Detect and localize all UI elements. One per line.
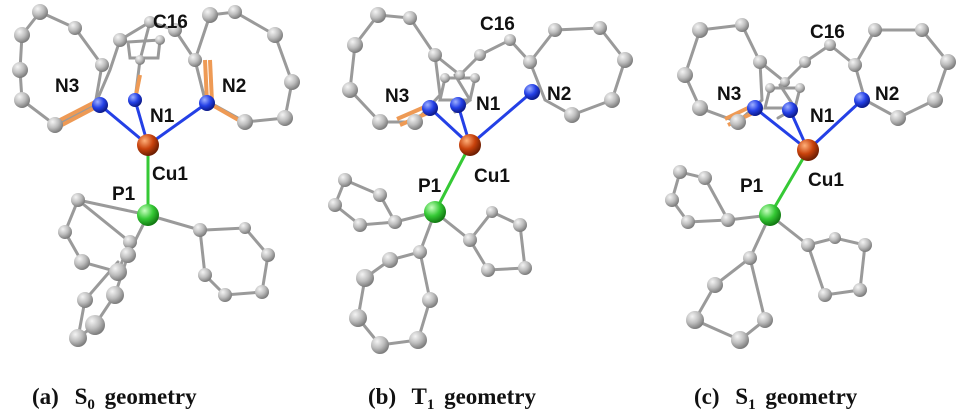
label-c16: C16 — [810, 22, 845, 43]
caption-a: (a) S0 geometry — [32, 384, 197, 414]
caption-subscript: 1 — [748, 397, 756, 413]
cu1-atom — [137, 134, 159, 156]
n1-atom — [782, 102, 798, 118]
label-c16: C16 — [153, 12, 188, 33]
label-n3: N3 — [717, 84, 741, 105]
caption-subscript: 0 — [87, 397, 95, 413]
caption-text: geometry — [765, 384, 857, 409]
caption-symbol: S — [75, 384, 88, 409]
cu1-atom — [797, 139, 819, 161]
label-cu1: Cu1 — [152, 164, 188, 185]
caption-letter: (b) — [368, 384, 396, 409]
caption-text: geometry — [444, 384, 536, 409]
p1-atom — [424, 201, 446, 223]
label-n3: N3 — [385, 86, 409, 107]
caption-c: (c) S1 geometry — [694, 384, 858, 414]
n3-atom — [92, 97, 108, 113]
n3-atom — [422, 100, 438, 116]
label-n2: N2 — [875, 84, 899, 105]
n2-atom — [854, 92, 870, 108]
caption-symbol: T — [411, 384, 426, 409]
carbon-atoms — [328, 7, 633, 354]
n2-atom — [199, 95, 215, 111]
n1-atom — [128, 93, 142, 107]
label-cu1: Cu1 — [808, 170, 844, 191]
label-p1: P1 — [112, 184, 136, 205]
label-c16: C16 — [480, 14, 515, 35]
label-p1: P1 — [740, 176, 764, 197]
caption-letter: (a) — [32, 384, 59, 409]
label-n3: N3 — [55, 76, 79, 97]
n3-atom — [747, 100, 763, 116]
caption-symbol: S — [735, 384, 748, 409]
panel-b: C16 N3 N1 N2 Cu1 P1 (b) T1 geometry — [328, 7, 633, 414]
carbon-atoms — [665, 18, 956, 349]
p1-atom — [137, 204, 159, 226]
label-p1: P1 — [418, 176, 442, 197]
label-n1: N1 — [810, 106, 835, 127]
n2-atom — [524, 84, 540, 100]
n1-atom — [450, 97, 466, 113]
label-n1: N1 — [476, 94, 501, 115]
caption-subscript: 1 — [427, 397, 435, 413]
caption-letter: (c) — [694, 384, 720, 409]
p1-atom — [759, 204, 781, 226]
caption-b: (b) T1 geometry — [368, 384, 537, 414]
label-n2: N2 — [222, 76, 246, 97]
label-cu1: Cu1 — [474, 166, 510, 187]
label-n1: N1 — [150, 106, 175, 127]
carbon-atoms — [12, 4, 300, 347]
label-n2: N2 — [547, 84, 571, 105]
panel-a: C16 N3 N1 N2 Cu1 P1 (a) S0 geometry — [12, 4, 300, 414]
panel-c: C16 N3 N1 N2 Cu1 P1 (c) S1 geometry — [665, 18, 956, 414]
cu1-atom — [459, 134, 481, 156]
caption-text: geometry — [105, 384, 197, 409]
